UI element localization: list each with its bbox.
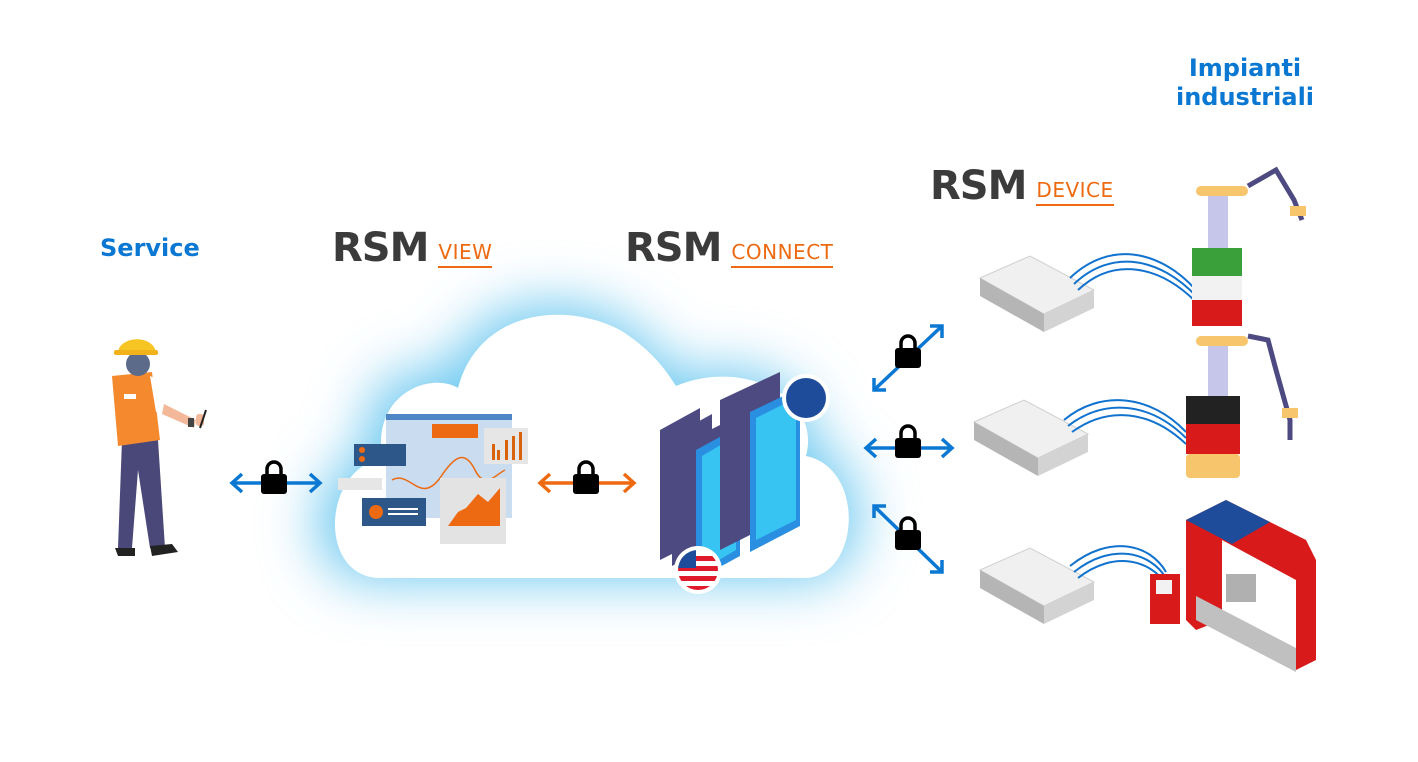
rsm-connect-logo: RSM CONNECT (625, 225, 834, 271)
rsm-device-box-3 (978, 547, 1096, 624)
rsm-view-dashboard-illustration (338, 414, 528, 544)
secure-link-connect-device-1 (872, 324, 944, 392)
rsm-brand: RSM (332, 225, 429, 271)
rsm-device-box-2 (972, 399, 1090, 476)
service-label: Service (100, 234, 200, 262)
secure-link-connect-device-2 (863, 424, 955, 460)
lock-icon (259, 460, 289, 496)
rsm-brand: RSM (930, 163, 1027, 209)
rsm-connect-server-illustration (660, 372, 800, 580)
secure-link-connect-device-3 (872, 504, 944, 574)
device-wires (1063, 253, 1197, 585)
rsm-product-name: VIEW (438, 242, 493, 268)
secure-link-view-connect (537, 460, 637, 496)
rsm-device-box-1 (978, 255, 1096, 332)
rsm-view-logo: RSM VIEW (332, 225, 493, 271)
us-flag-badge (674, 546, 722, 594)
lock-icon (893, 516, 923, 552)
rsm-product-name: DEVICE (1036, 180, 1114, 206)
secure-link-service-view (229, 460, 323, 496)
lock-icon (893, 424, 923, 460)
industrial-plants-label-line1: Impianti (1188, 54, 1302, 82)
industrial-plants-label: Impianti industriali (1160, 54, 1330, 112)
cnc-machine-usa (1150, 500, 1316, 672)
service-technician-illustration (112, 339, 207, 556)
eu-flag-badge (782, 374, 830, 422)
rsm-device-logo: RSM DEVICE (930, 166, 1114, 206)
robot-arm-italy (1192, 166, 1306, 326)
rsm-product-name: CONNECT (731, 242, 834, 268)
robot-arm-germany (1186, 333, 1298, 478)
lock-icon (893, 334, 923, 370)
rsm-brand: RSM (625, 225, 722, 271)
industrial-plants-label-line2: industriali (1175, 83, 1315, 111)
lock-icon (571, 460, 601, 496)
